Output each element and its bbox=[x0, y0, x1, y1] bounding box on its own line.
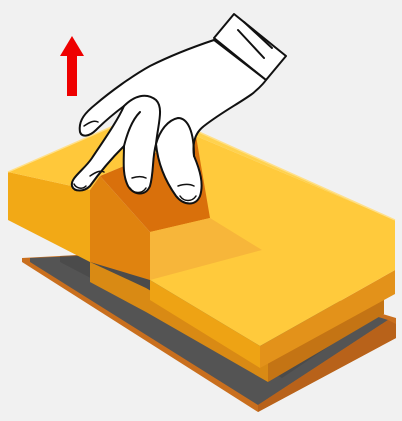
up-arrow-icon bbox=[60, 36, 84, 96]
